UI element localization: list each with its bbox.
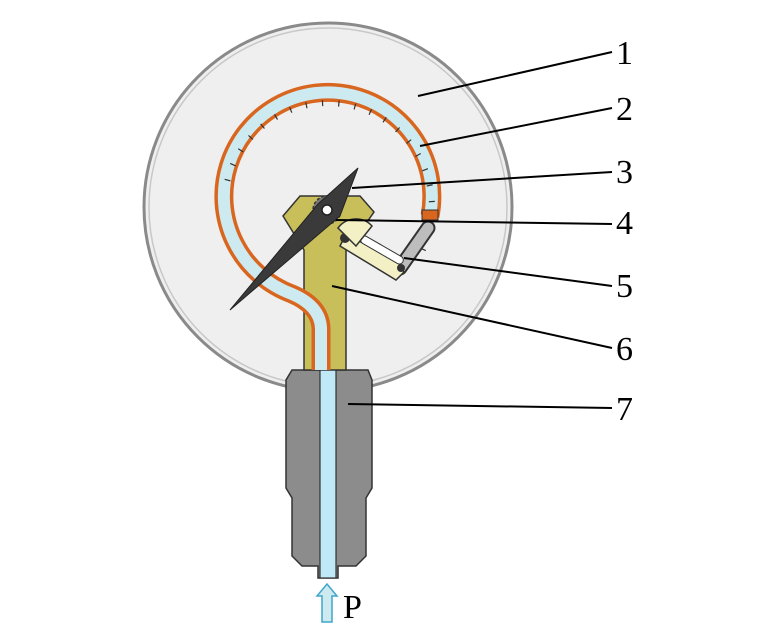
leader-line-5	[403, 257, 613, 287]
pressure-label: P	[343, 589, 362, 626]
bourdon-tube-inner	[217, 86, 438, 370]
tube-arrow-tick	[260, 123, 265, 129]
tube-sealed-end	[421, 209, 439, 221]
tube-arrow-tick	[289, 106, 293, 113]
tube-arrow-tick	[368, 109, 373, 115]
callout-3: 3	[616, 154, 633, 191]
callout-7: 7	[616, 391, 633, 428]
tube-arrow-tick	[273, 114, 279, 120]
tube-arrow-tick	[305, 102, 308, 109]
pressure-arrow-icon	[315, 582, 339, 623]
tube-arrow-tick	[353, 103, 357, 110]
leader-line-7	[347, 403, 613, 409]
leader-line-6	[331, 285, 613, 349]
connecting-link-fill	[394, 222, 434, 274]
tube-arrow-tick	[415, 152, 421, 158]
callout-1: 1	[616, 35, 633, 72]
pointer-hub	[321, 204, 333, 216]
tube-arrow-tick	[382, 116, 387, 123]
link-pin	[397, 264, 405, 272]
tube-arrow-tick	[337, 100, 340, 107]
tube-arrow-tick	[426, 184, 433, 187]
pointer-needle	[229, 167, 359, 311]
tube-arrow-tick	[230, 162, 236, 167]
sector-gear	[337, 218, 373, 248]
leader-line-2	[419, 107, 613, 147]
leader-line-1	[417, 51, 613, 97]
tube-arrow-tick	[395, 127, 401, 133]
callout-6: 6	[616, 331, 633, 368]
callout-4: 4	[616, 205, 633, 242]
leader-line-3	[351, 171, 613, 189]
tube-arrow-tick	[248, 134, 254, 140]
tube-arrow-tick	[237, 148, 244, 153]
tube-arrow-tick	[224, 178, 231, 182]
tube-arrow-tick	[406, 139, 412, 144]
pressure-channel	[319, 361, 337, 579]
callout-5: 5	[616, 268, 633, 305]
callout-2: 2	[616, 91, 633, 128]
leader-line-4	[335, 219, 613, 225]
tube-arrow-tick	[422, 168, 429, 172]
